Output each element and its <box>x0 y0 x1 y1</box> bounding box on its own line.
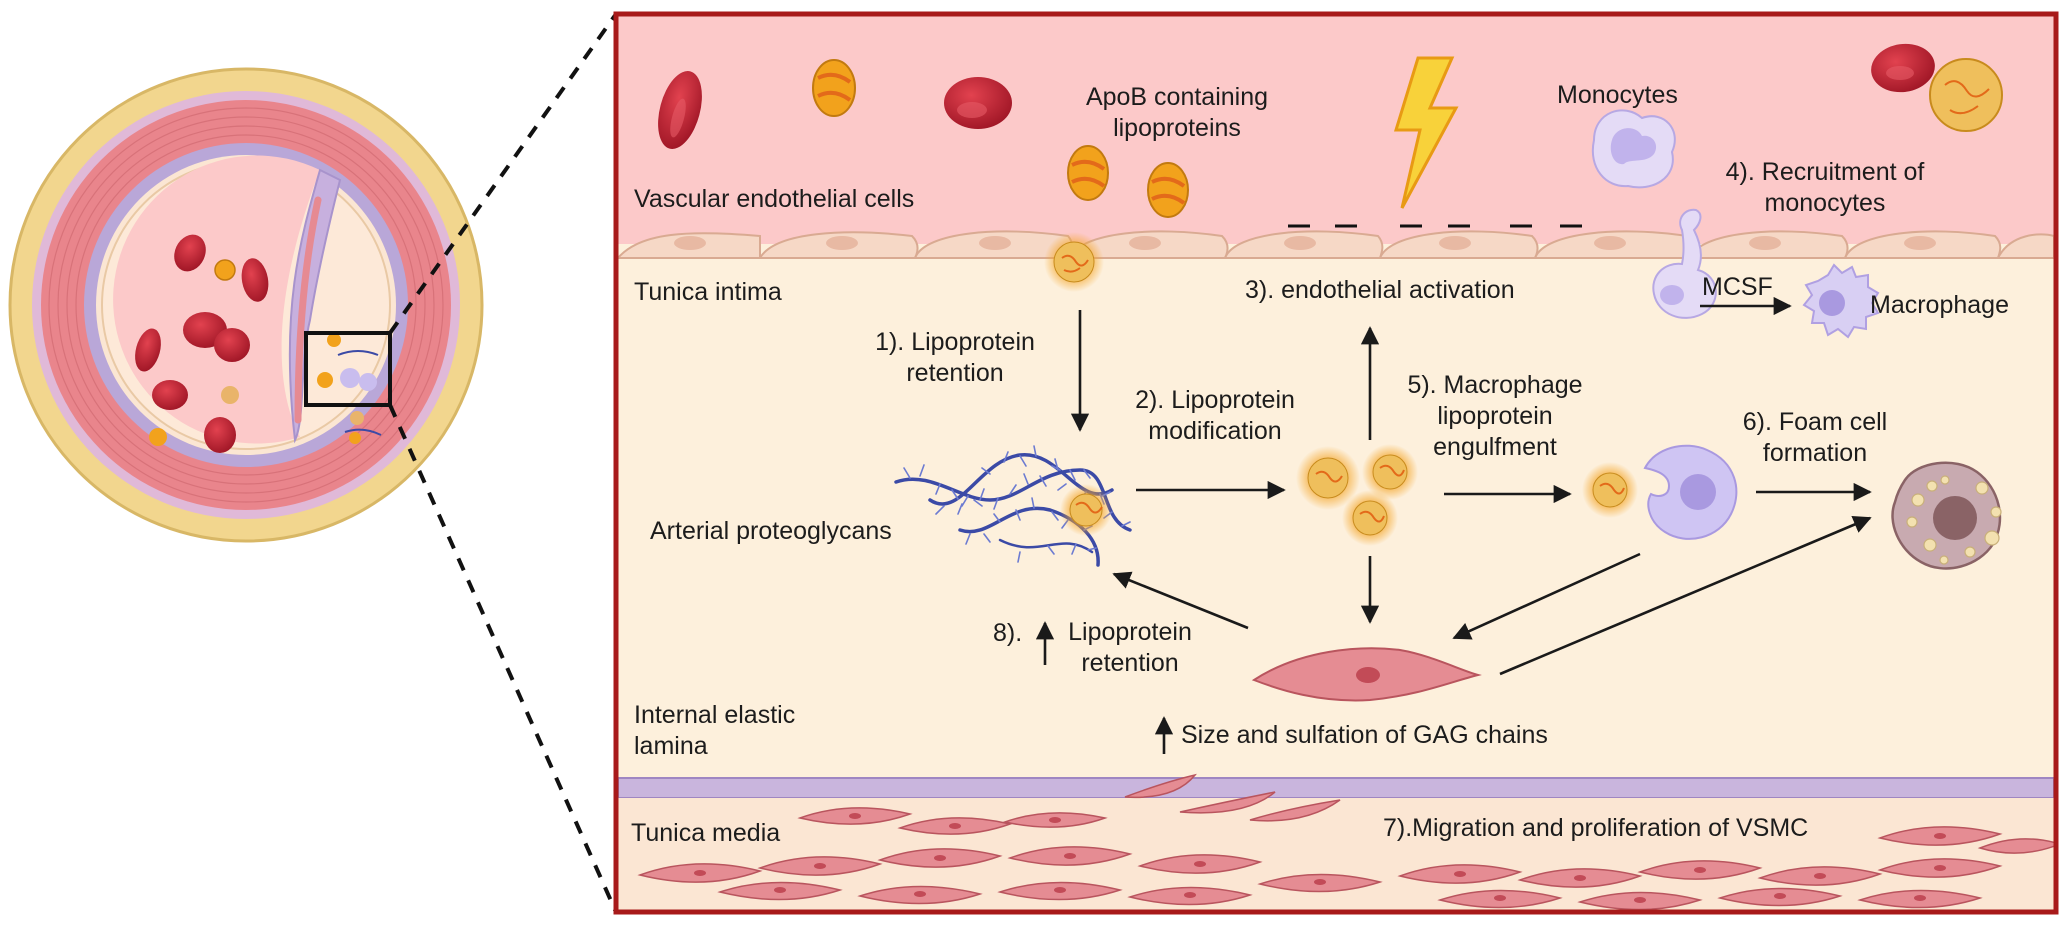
label-gag-chains: Size and sulfation of GAG chains <box>1181 721 1548 749</box>
label-step-8-number: 8). <box>993 619 1023 647</box>
monocyte-icon <box>1591 109 1676 189</box>
modified-lipoprotein-icon <box>1044 232 1638 546</box>
label-apob-lipoproteins: ApoB containing lipoproteins <box>1085 83 1269 142</box>
label-increased-lipoprotein-retention: Lipoprotein retention <box>1068 618 1192 677</box>
vessel-cross-section <box>8 67 484 543</box>
inset-panel <box>618 14 2054 914</box>
label-recruitment-of-monocytes: 4). Recruitment of monocytes <box>1725 158 1925 217</box>
label-macrophage-lipoprotein-engulfment: 5). Macrophage lipoprotein engulfment <box>1407 371 1583 461</box>
proteoglycan-icon <box>894 445 1132 567</box>
label-endothelial-activation: 3). endothelial activation <box>1245 276 1515 304</box>
label-macrophage: Macrophage <box>1870 291 2009 319</box>
transmigrating-monocyte-icon <box>1652 208 1717 319</box>
inset-frame <box>613 11 2059 915</box>
engulfing-macrophage-icon <box>1643 444 1738 540</box>
macrophage-icon <box>1802 263 1880 339</box>
elastic-lamina-band <box>618 777 2054 799</box>
label-foam-cell-formation: 6). Foam cell formation <box>1742 408 1888 467</box>
label-tunica-intima: Tunica intima <box>634 278 782 306</box>
label-lipoprotein-modification: 2). Lipoprotein modification <box>1135 386 1295 445</box>
label-internal-elastic-lamina: Internal elastic lamina <box>634 701 796 760</box>
lipoprotein-particle-icon <box>812 58 2003 218</box>
label-tunica-media: Tunica media <box>631 819 781 847</box>
label-mcsf: MCSF <box>1702 273 1773 301</box>
label-vascular-endothelial-cells: Vascular endothelial cells <box>634 185 915 213</box>
label-monocytes: Monocytes <box>1557 81 1678 109</box>
lightning-bolt-icon <box>1393 56 1459 209</box>
label-vsmc-migration-proliferation: 7).Migration and proliferation of VSMC <box>1383 814 1809 842</box>
smooth-muscle-cell-icon <box>1251 647 1482 702</box>
red-blood-cell-icon <box>658 43 1935 149</box>
zoom-lines <box>388 12 618 913</box>
foam-cell-icon <box>1891 461 2002 570</box>
label-lipoprotein-retention: 1). Lipoprotein retention <box>875 328 1035 387</box>
pathway-arrows <box>1035 296 1872 754</box>
label-arterial-proteoglycans: Arterial proteoglycans <box>650 517 892 545</box>
